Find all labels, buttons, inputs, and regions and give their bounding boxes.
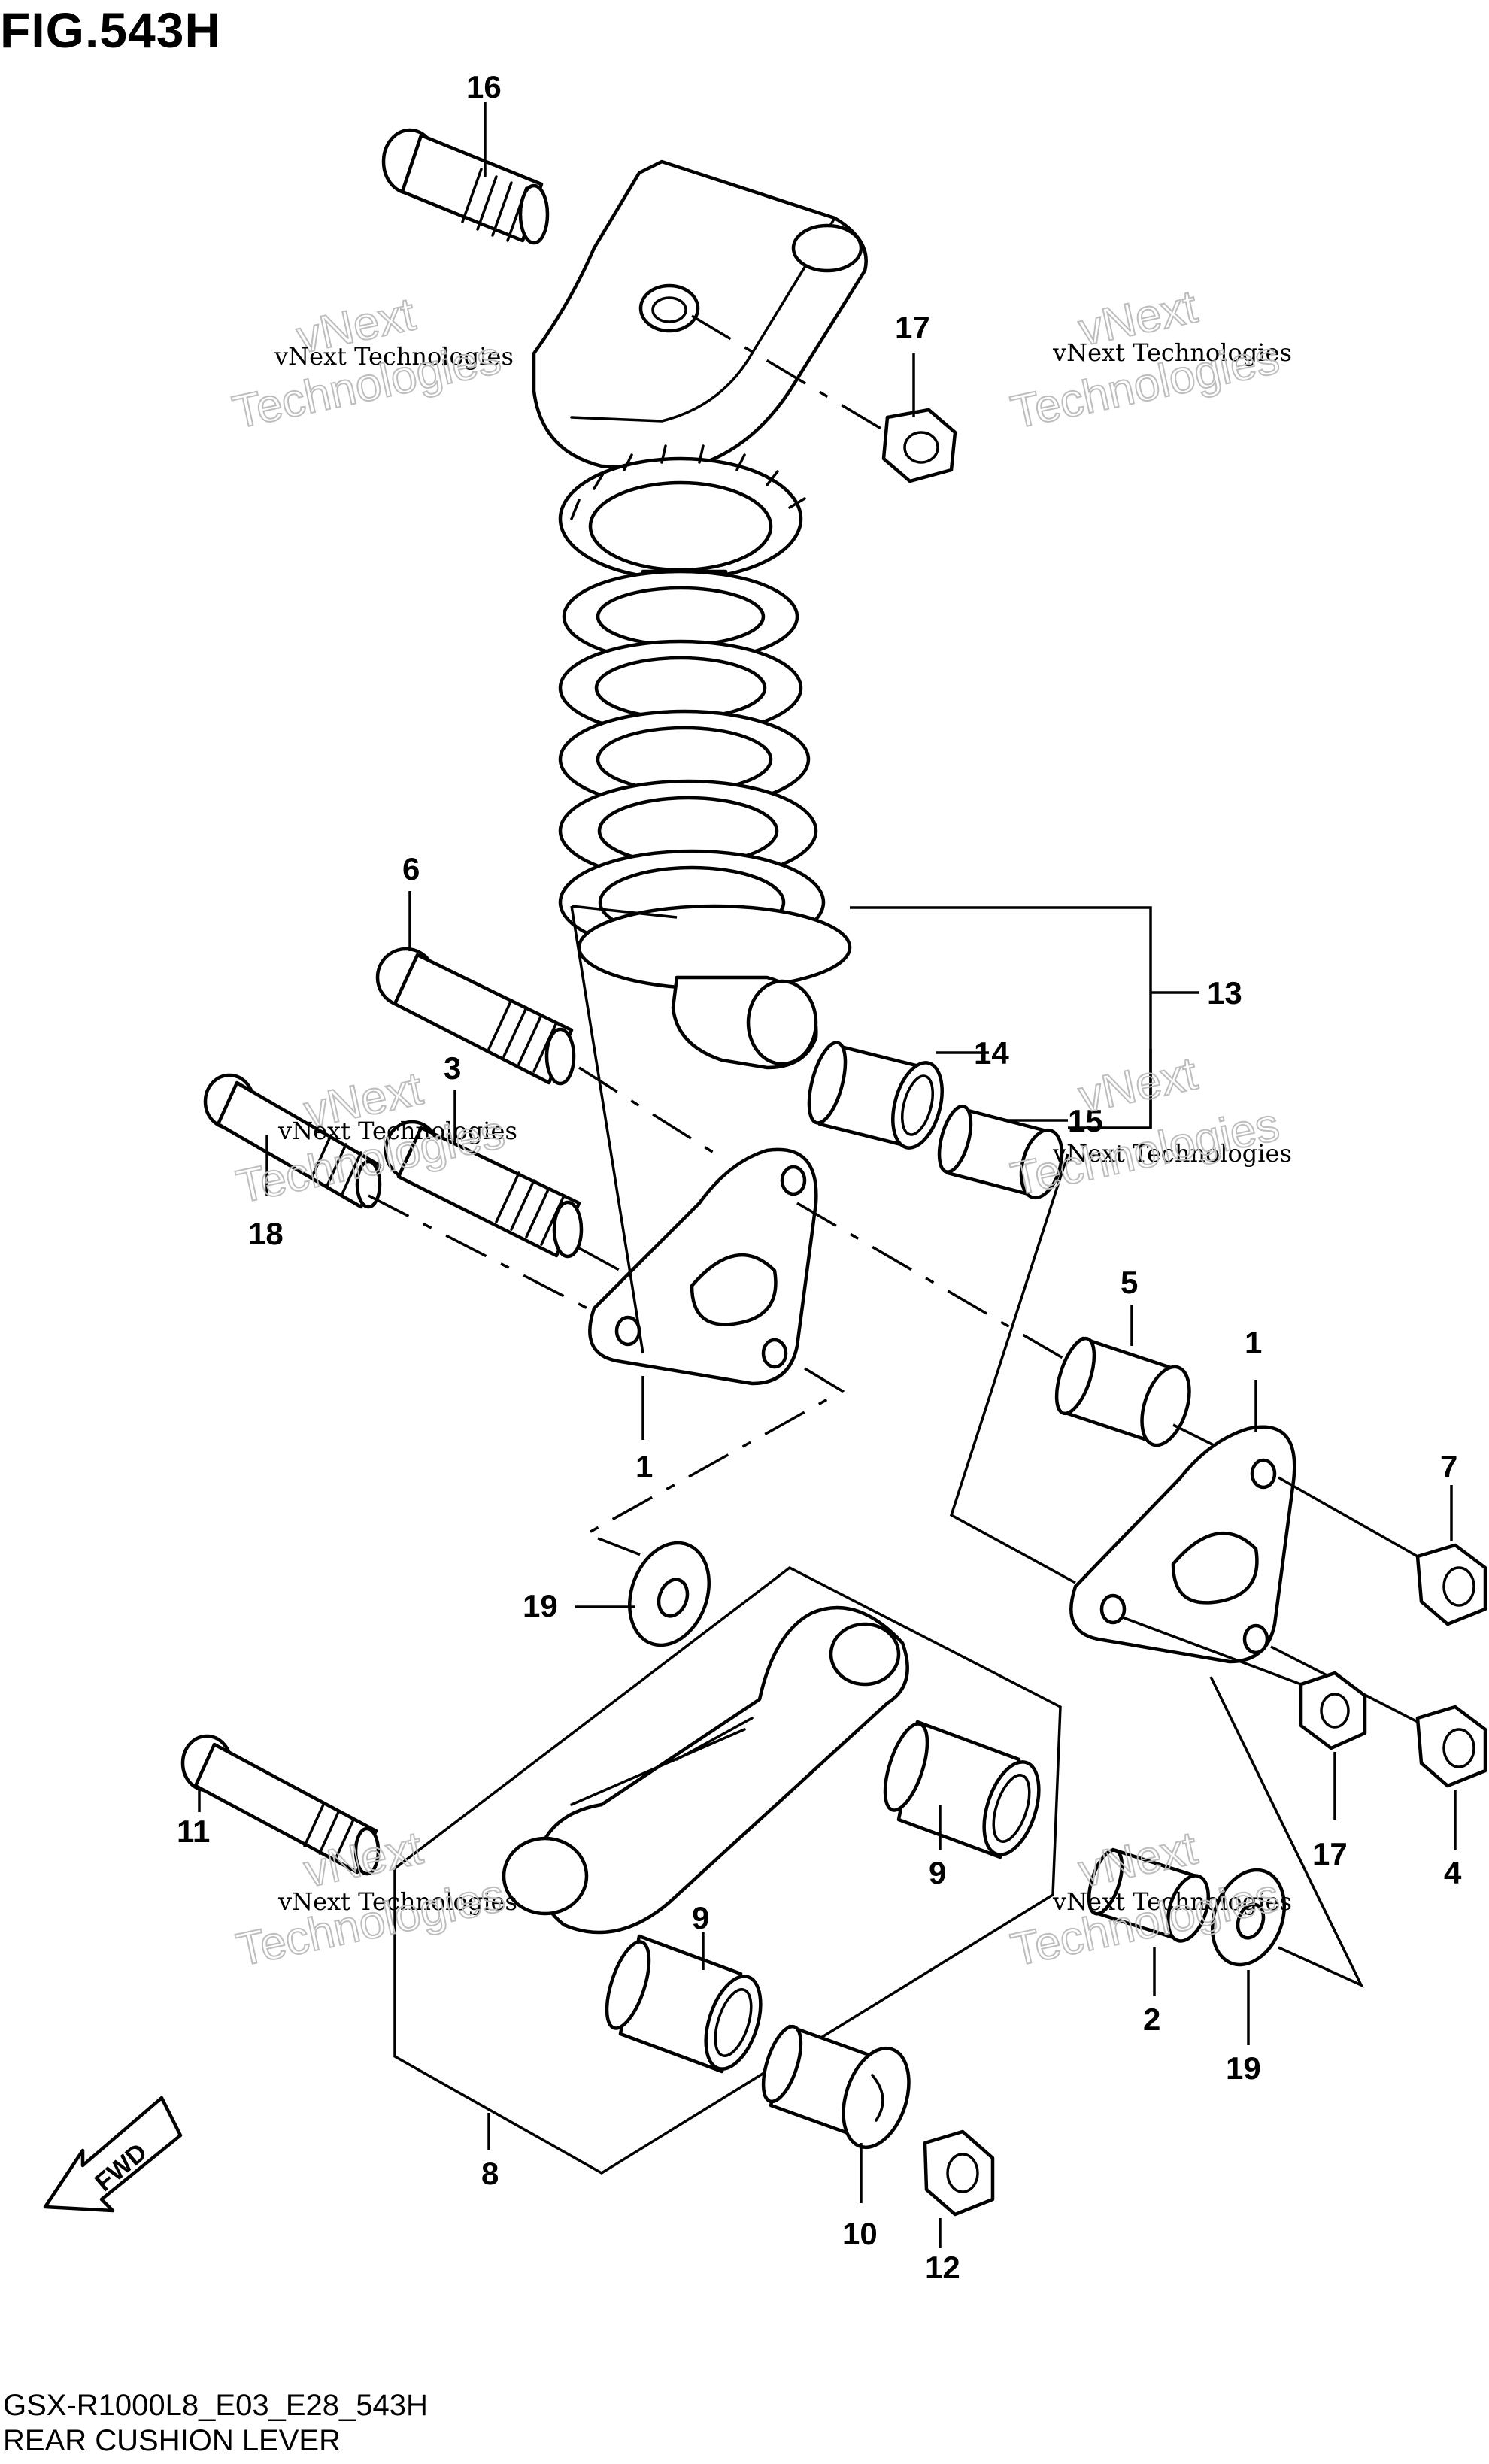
nut-7	[1415, 1485, 1487, 1626]
callout-10: 10	[842, 2216, 878, 2251]
bearing-9-right	[883, 1720, 1041, 1859]
callout-8: 8	[481, 2156, 499, 2191]
bush-15	[937, 1105, 1068, 1200]
callout-5: 5	[1121, 1265, 1138, 1300]
bearing-9-left	[605, 1932, 763, 2074]
watermark-bottom-left: vNext vNext Technologies Technologies	[232, 1821, 517, 1977]
callout-11: 11	[177, 1814, 210, 1849]
nut-12	[923, 2129, 995, 2248]
callout-13: 13	[1207, 975, 1242, 1011]
callout-1-left: 1	[635, 1449, 653, 1484]
callout-12: 12	[925, 2250, 960, 2285]
plate-1-right	[949, 1153, 1418, 1988]
callout-17-top: 17	[895, 310, 930, 345]
watermark-top-right: vNext vNext Technologies Technologies	[1006, 280, 1292, 439]
cushion-rod-8	[393, 1565, 1062, 2175]
bolt-18	[203, 1073, 617, 1325]
callout-15: 15	[1068, 1103, 1103, 1138]
bolt-16	[381, 102, 550, 245]
callout-9-left: 9	[692, 1900, 709, 1935]
bolt-6	[375, 891, 723, 1159]
callout-3: 3	[444, 1050, 461, 1086]
callout-9-right: 9	[929, 1855, 946, 1890]
collar-10	[761, 2024, 911, 2203]
watermark-text: vNext Technologies	[277, 1117, 517, 1145]
callout-17-lower: 17	[1312, 1836, 1348, 1871]
figure-name: REAR CUSHION LEVER	[3, 2424, 341, 2457]
rear-shock-absorber	[532, 159, 1199, 1129]
watermark-top-left: vNext vNext Technologies Technologies	[228, 287, 514, 439]
bush-5	[1054, 1305, 1234, 1456]
watermark-text: vNext Technologies	[1052, 1139, 1292, 1168]
watermark-text: vNext Technologies	[274, 342, 514, 371]
watermark-technologies: Technologies	[232, 1869, 509, 1977]
callout-labels: 16 17 6 3 18 13 14 15 5 1 1 7 19 11 9 17…	[177, 69, 1462, 2285]
nut-4	[1415, 1705, 1487, 1850]
callout-19-left: 19	[523, 1588, 558, 1623]
watermark-text: vNext Technologies	[277, 1887, 517, 1916]
nut-17-lower	[1299, 1671, 1367, 1820]
fwd-arrow-icon: FWD	[43, 2096, 183, 2213]
bolt-11	[180, 1734, 381, 1876]
watermark-mid-right: vNext vNext Technologies Technologies	[1006, 1047, 1292, 1206]
bush-14	[807, 1041, 989, 1150]
model-code: GSX-R1000L8_E03_E28_543H	[3, 2389, 428, 2422]
callout-14: 14	[974, 1035, 1009, 1071]
callout-4: 4	[1444, 1855, 1462, 1890]
callout-1-right: 1	[1245, 1325, 1262, 1360]
callout-16: 16	[466, 69, 502, 105]
washer-19-left	[575, 1541, 711, 1647]
callout-7: 7	[1440, 1449, 1457, 1484]
watermark-text: vNext Technologies	[1052, 1887, 1292, 1916]
bush-2	[1087, 1847, 1210, 1996]
watermark-text: vNext Technologies	[1052, 338, 1292, 367]
callout-18: 18	[248, 1216, 284, 1251]
figure-title: FIG.543H	[0, 2, 222, 58]
nut-17-top	[691, 314, 957, 483]
washer-19-right	[1210, 1868, 1287, 2045]
callout-19-right: 19	[1226, 2050, 1261, 2086]
watermark-vnext: vNext	[1075, 1047, 1202, 1123]
callout-6: 6	[402, 851, 420, 886]
watermark-technologies: Technologies	[1007, 1099, 1284, 1206]
plate-1-left	[570, 905, 1069, 1562]
bolt-3	[384, 1090, 663, 1295]
callout-2: 2	[1143, 2002, 1160, 2037]
